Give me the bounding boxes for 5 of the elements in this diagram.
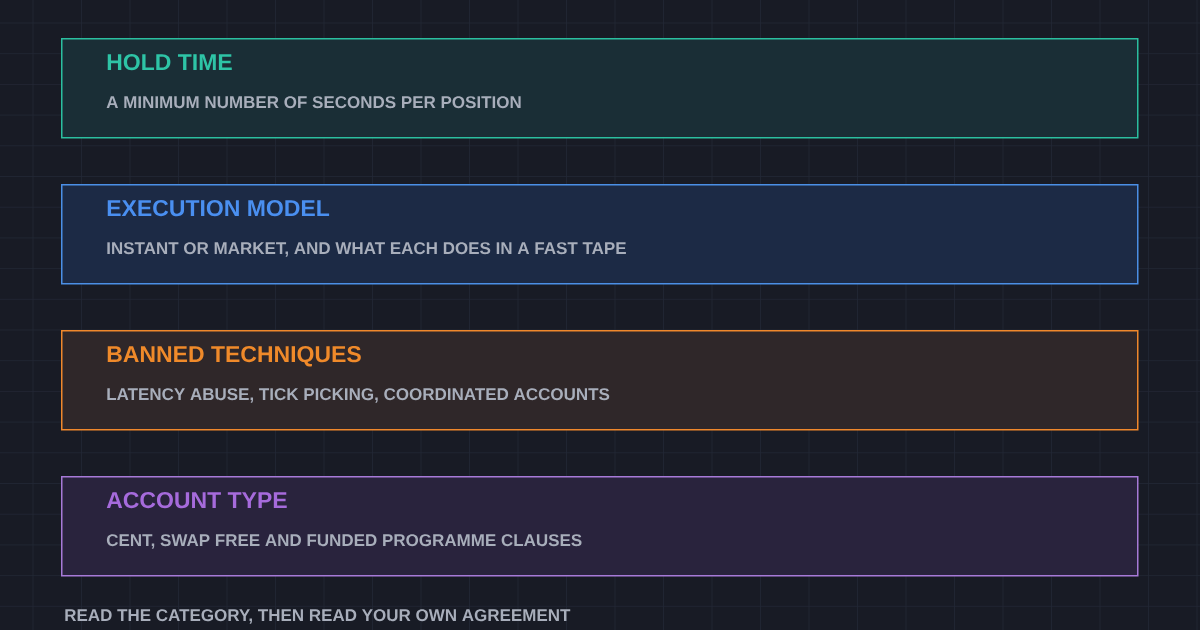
category-box: BANNED TECHNIQUES LATENCY ABUSE, TICK PICKING, COORDINATED ACCOUNTS [61, 330, 1139, 431]
category-box: HOLD TIME A MINIMUM NUMBER OF SECONDS PER POSITION [61, 38, 1139, 139]
category-box: EXECUTION MODEL INSTANT OR MARKET, AND WHAT EACH DOES IN A FAST TAPE [61, 184, 1139, 285]
footer-note: READ THE CATEGORY, THEN READ YOUR OWN AGREEMENT [65, 609, 571, 624]
category-box: ACCOUNT TYPE CENT, SWAP FREE AND FUNDED PROGRAMME CLAUSES [61, 476, 1139, 577]
